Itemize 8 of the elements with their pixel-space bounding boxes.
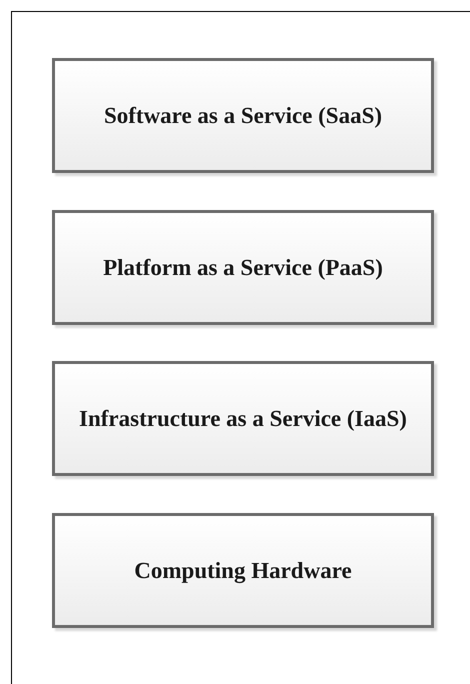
layer-box <box>52 58 434 173</box>
layer-box <box>52 210 434 325</box>
layer-label: Software as a Service (SaaS) <box>104 102 382 130</box>
layer-label: Infrastructure as a Service (IaaS) <box>79 404 407 433</box>
layer-box <box>52 513 434 628</box>
layer-box <box>52 361 434 476</box>
layer-label: Computing Hardware <box>134 556 352 586</box>
layer-label: Platform as a Service (PaaS) <box>103 254 383 282</box>
